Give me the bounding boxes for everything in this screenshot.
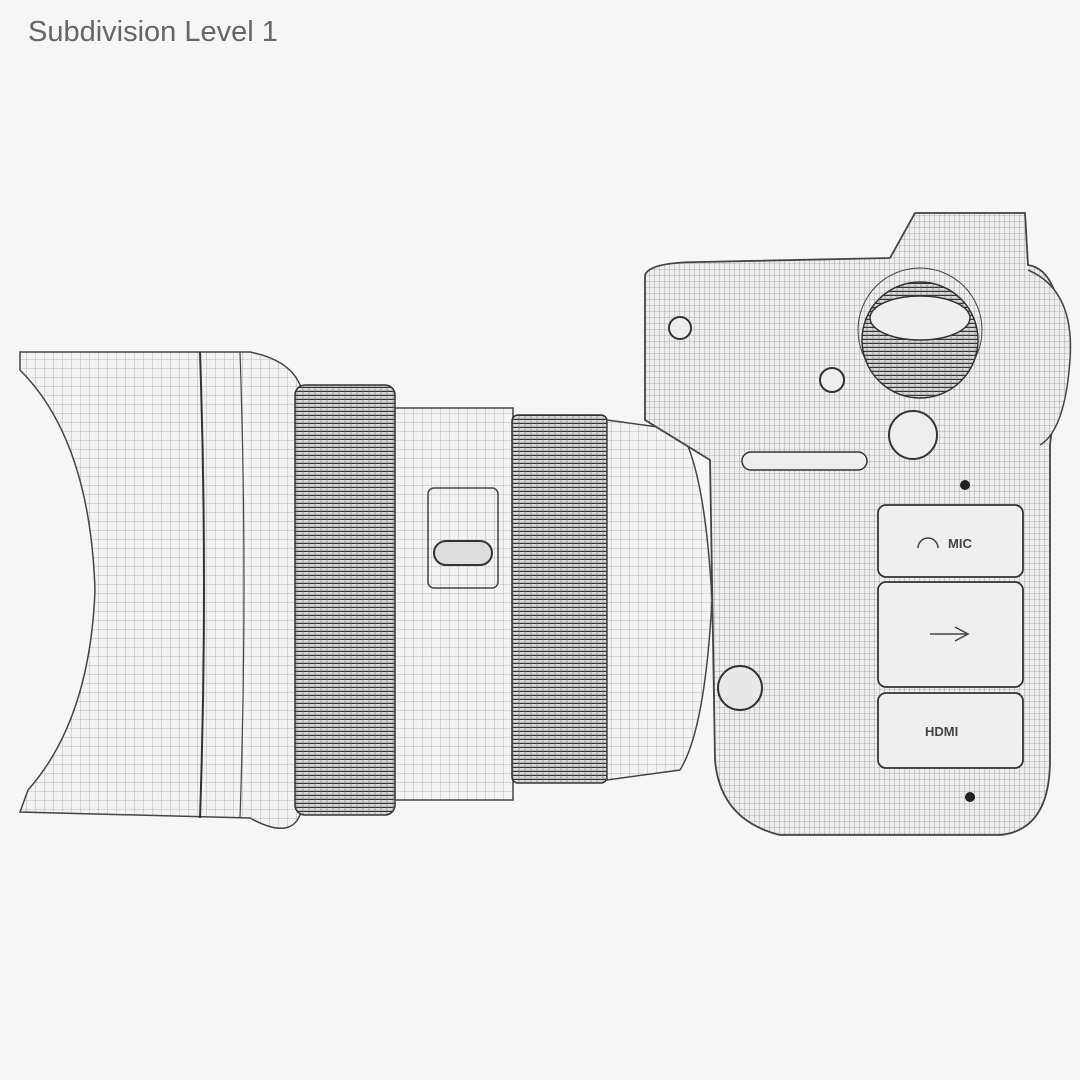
camera-body: MIC HDMI [644, 212, 1072, 836]
render-title: Subdivision Level 1 [28, 16, 278, 48]
lens-mount [606, 419, 713, 781]
port-cover-mic: MIC [877, 504, 1024, 578]
lens-barrel [394, 407, 514, 801]
port-cover-hdmi: HDMI [877, 692, 1024, 769]
port-cover-usb [877, 581, 1024, 688]
svg-text:HDMI: HDMI [925, 724, 958, 739]
lens-hood [18, 351, 301, 830]
zoom-ring [511, 414, 608, 784]
svg-text:MIC: MIC [948, 536, 972, 551]
focus-ring [294, 384, 396, 816]
